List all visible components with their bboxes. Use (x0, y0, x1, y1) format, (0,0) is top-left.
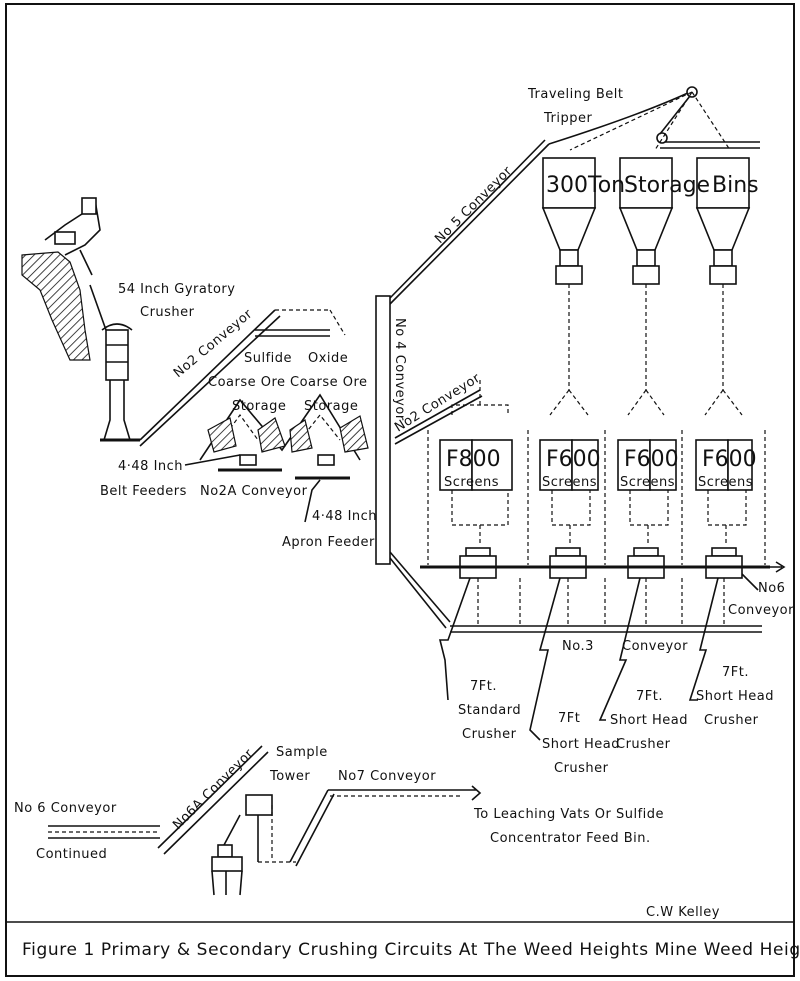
no6a-conveyor (157, 745, 269, 855)
shorthead-1-label: Crusher (554, 761, 609, 776)
no6-continued-label-2: Continued (36, 847, 107, 862)
screen-outflow-lines (427, 430, 766, 565)
gyratory-crusher (105, 329, 129, 381)
secondary-crushers (459, 547, 743, 579)
no3-label: No.3 (562, 639, 594, 654)
shorthead-3-label: Crusher (704, 713, 759, 728)
gyratory-label-2: Crusher (140, 305, 195, 320)
screen-f600-3-label: F600 (702, 447, 757, 472)
sulfide-label-2: Coarse Ore (208, 375, 286, 390)
no4-conveyor-label: No 4 Conveyor (392, 318, 407, 421)
belt-feeders-label-2: Belt Feeders (100, 484, 187, 499)
no6-conveyor-line (389, 551, 786, 629)
no6-continued-label-1: No 6 Conveyor (14, 801, 117, 816)
no5-conveyor (389, 86, 760, 305)
screen-f600-3-screens: Screens (698, 475, 753, 490)
tripper-label: Tripper (543, 111, 592, 126)
figure-caption: Figure 1 Primary & Secondary Crushing Ci… (22, 940, 800, 960)
no6-label-a: No6 (758, 581, 785, 596)
bins-label-storage: Storage (624, 173, 710, 198)
no4-conveyor (375, 295, 391, 565)
bin-feed-lines (451, 284, 743, 416)
no5-conveyor-label: No 5 Conveyor (432, 164, 515, 247)
sample-tower (211, 794, 296, 896)
no6-continued-line (48, 825, 160, 839)
primary-crusher-area (21, 197, 133, 441)
no2-conveyor (100, 309, 346, 447)
storage-bins (541, 157, 751, 285)
screen-f600-2-screens: Screens (620, 475, 675, 490)
no6-label-b: Conveyor (728, 603, 794, 618)
signature: C.W Kelley (646, 905, 720, 920)
no3-conveyor-line (450, 578, 762, 633)
sample-tower-label-1: Sample (276, 745, 328, 760)
bins-label-bins: Bins (712, 173, 759, 198)
shorthead-1-type: Short Head (542, 737, 620, 752)
screens (439, 439, 753, 491)
oxide-label-2: Coarse Ore (290, 375, 368, 390)
screen-f600-2-label: F600 (624, 447, 679, 472)
traveling-belt-label: Traveling Belt (527, 87, 624, 102)
standard-crusher-type: Standard (458, 703, 521, 718)
screen-f800-screens: Screens (444, 475, 499, 490)
sulfide-label-1: Sulfide (244, 351, 292, 366)
apron-feeders-label-2: Apron Feeders (282, 535, 382, 550)
drawing-border (5, 3, 795, 977)
apron-feeders-label-1: 4·48 Inch (312, 509, 377, 524)
shorthead-1-size: 7Ft (558, 711, 580, 726)
no6a-conveyor-label: No6A Conveyor (170, 746, 257, 833)
leaching-label-2: Concentrator Feed Bin. (490, 831, 651, 846)
no7-conveyor-label: No7 Conveyor (338, 769, 436, 784)
oxide-label-3: Storage (304, 399, 358, 414)
coarse-ore-storage (199, 393, 369, 480)
screen-f600-1-screens: Screens (542, 475, 597, 490)
no3-conveyor-label: Conveyor (622, 639, 688, 654)
standard-crusher-label: Crusher (462, 727, 517, 742)
leaching-label-1: To Leaching Vats Or Sulfide (473, 807, 664, 822)
crusher-leader-lines (438, 577, 719, 741)
shorthead-2-label: Crusher (616, 737, 671, 752)
belt-feeders-label-1: 4·48 Inch (118, 459, 183, 474)
shorthead-3-type: Short Head (696, 689, 774, 704)
gyratory-label-1: 54 Inch Gyratory (118, 282, 235, 297)
sample-tower-label-2: Tower (269, 769, 310, 784)
shorthead-2-type: Short Head (610, 713, 688, 728)
screen-f600-1-label: F600 (546, 447, 601, 472)
no7-conveyor (289, 785, 482, 867)
shorthead-3-size: 7Ft. (722, 665, 749, 680)
sulfide-label-3: Storage (232, 399, 286, 414)
no2a-conveyor-label: No2A Conveyor (200, 484, 308, 499)
oxide-label-1: Oxide (308, 351, 348, 366)
bins-label-300ton: 300Ton (546, 173, 625, 198)
standard-crusher-size: 7Ft. (470, 679, 497, 694)
no2-conveyor-b (394, 389, 483, 445)
shorthead-2-size: 7Ft. (636, 689, 663, 704)
screen-f800-label: F800 (446, 447, 501, 472)
